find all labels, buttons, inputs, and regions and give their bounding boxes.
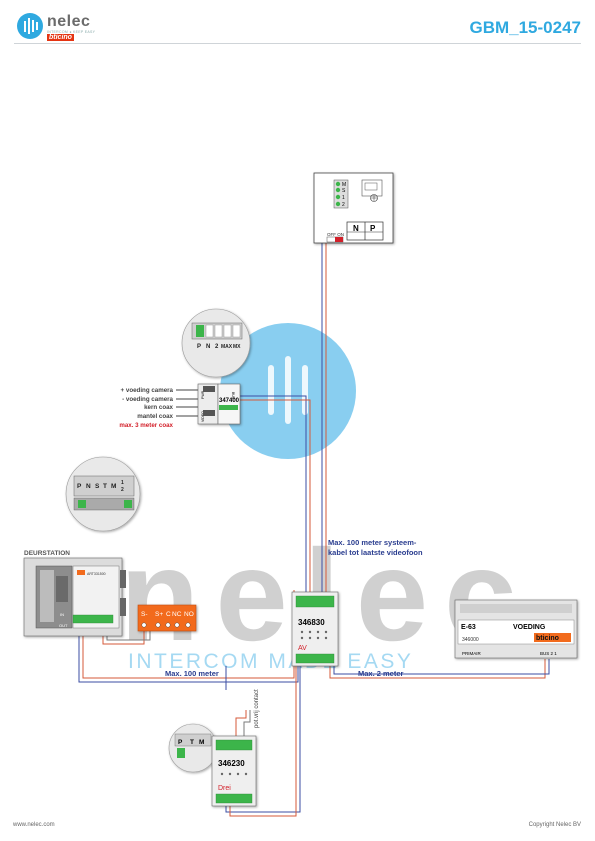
actuator-details: 346230 Drei pot.vrij contact [215,689,260,804]
label-max-3-meter: max. 3 meter coax [119,422,173,429]
deurstation-model: ART331500 [87,572,106,576]
door-terminal-p: P [77,483,82,490]
deurstation-out-label: OUT [59,623,68,628]
footer-copyright: Copyright Nelec BV [528,822,581,828]
label-minus-voeding: - voeding camera [122,396,173,403]
door-terminal-s: S [95,483,100,490]
relay-no: NO [184,611,194,618]
actuator-terminal-t: T [190,739,194,746]
label-plus-voeding: + voeding camera [121,387,174,394]
camera-terminal-mx: MX [233,344,241,350]
monitor-n-label: N [353,224,359,233]
camera-terminal-n: N [206,344,210,350]
actuator-terminal-p: P [178,739,183,746]
actuator-side-label: pot.vrij contact [254,689,260,728]
monitor-terminals: M S 1 2 [335,181,346,208]
annotations: Max. 100 meter systeem- kabel tot laatst… [165,538,423,678]
actuator-code: 346230 [218,759,245,768]
voeding-details: E-63 VOEDING 346000 bticino PRIMAIR BUS … [457,604,575,656]
annotation-max-100-systeem-2: kabel tot laatste videofoon [328,548,423,557]
deurstation-details: ART331500 IN OUT [35,565,126,629]
annotation-max-100-systeem-1: Max. 100 meter systeem- [328,538,417,547]
nelec-logo-icon [17,13,43,39]
monitor-terminal-s: S [342,188,346,194]
annotation-max-100: Max. 100 meter [165,669,219,678]
watermark-subtext: INTERCOM MADE EASY [128,650,413,673]
door-terminal-2: 2 [121,487,124,493]
deurstation-zoom: P N S T M 1 2 [65,456,141,532]
actuator-terminal-m: M [199,739,204,746]
brand-name: nelec [47,13,91,30]
relay-c: C [166,611,171,618]
camera-terminal-p: P [197,344,201,350]
camera-labels: + voeding camera - voeding camera kern c… [119,387,173,429]
camera-terminal-max: MAX [221,344,233,350]
door-terminal-n: N [86,483,91,490]
monitor-p-label: P [370,224,376,233]
voeding-bus-label: BUS 2 1 [540,651,557,656]
voeding-code: 346000 [462,637,479,643]
camera-port-video: VIDEO [201,411,205,422]
brand-sub: bticino [47,34,74,41]
label-kern-coax: kern coax [144,404,173,411]
distributor-code: 346830 [298,618,325,627]
monitor-switch-label: OFF ON [327,232,344,237]
camera-adapter-zoom: P N 2 MAX MX [181,308,251,378]
door-terminal-t: T [103,483,107,490]
relay-nc: NC [172,611,182,618]
annotation-max-2: Max. 2 meter [358,669,404,678]
relay-s-plus: S+ [155,611,163,618]
label-mantel-coax: mantel coax [137,413,173,420]
distributor-suffix: AV [298,645,307,652]
camera-adapter-code: 347400 [219,398,240,404]
voeding-model: E-63 [461,624,476,631]
monitor-terminal-2: 2 [342,202,345,208]
relay-terminal-labels: S- S+ C NC NO [141,611,194,618]
header-divider [14,43,581,44]
voeding-brand: bticino [536,635,559,642]
camera-adapter-details: PWR VIDEO BUS 347400 [201,386,240,422]
distributor-details: 346830 AV [295,595,335,664]
camera-terminal-2: 2 [215,344,219,350]
door-terminal-m: M [111,483,116,490]
voeding-primair: PRIMAIR [462,651,482,656]
deurstation-title: DEURSTATION [24,550,70,557]
actuator-zoom: P T M [168,723,218,773]
monitor-terminal-1: 1 [342,195,345,201]
monitor-details: M S 1 2 OFF ON N P [326,179,384,243]
monitor-button-icon [370,194,378,202]
deurstation-in-label: IN [60,612,64,617]
document-code: GBM_15-0247 [469,18,581,37]
monitor-terminal-m: M [342,182,346,188]
actuator-suffix: Drei [218,785,231,792]
door-terminal-1: 1 [121,480,124,486]
camera-port-bus: BUS [231,392,235,400]
deurstation-terminal-strip [72,614,114,624]
footer-website: www.nelec.com [13,822,55,828]
camera-port-pwr: PWR [201,390,205,399]
wiring [78,185,550,817]
voeding-title: VOEDING [513,624,546,631]
brand-tagline: INTERCOM ● KEEP EASY [47,30,96,34]
relay-s-minus: S- [141,611,148,618]
